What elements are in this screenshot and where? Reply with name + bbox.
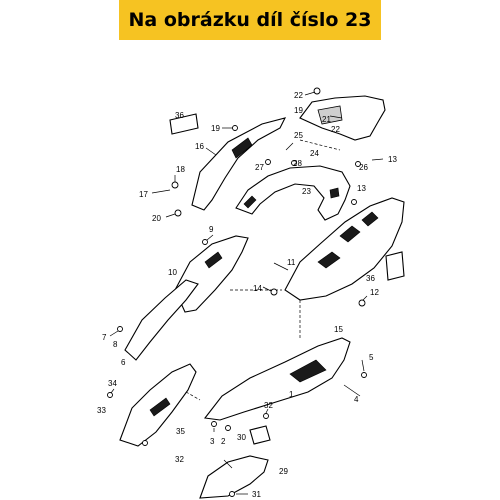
bolt-icon xyxy=(263,413,269,419)
callout-5: 5 xyxy=(369,353,374,362)
bolt-icon xyxy=(117,326,123,332)
callout-32: 32 xyxy=(264,401,273,410)
callout-3: 3 xyxy=(210,437,215,446)
part-36-decal xyxy=(169,113,199,135)
part-10-mid-cover xyxy=(174,235,249,313)
callout-29: 29 xyxy=(279,467,288,476)
callout-28: 28 xyxy=(293,159,302,168)
callout-15: 15 xyxy=(334,325,343,334)
callout-13: 13 xyxy=(388,155,397,164)
bolt-icon xyxy=(361,372,367,378)
callout-36: 36 xyxy=(366,274,375,283)
part-11-rear-side-panel xyxy=(284,197,405,301)
callout-30: 30 xyxy=(237,433,246,442)
bolt-icon xyxy=(355,161,361,167)
part-11-decal-c xyxy=(317,251,341,269)
part-21-inner-panel xyxy=(317,105,343,125)
callout-17: 17 xyxy=(139,190,148,199)
callout-9: 9 xyxy=(209,225,214,234)
callout-16: 16 xyxy=(195,142,204,151)
callout-4: 4 xyxy=(354,395,359,404)
banner-title: Na obrázku díl číslo 23 xyxy=(128,9,372,31)
leader-lines xyxy=(109,91,384,495)
callout-36: 36 xyxy=(175,111,184,120)
callout-26: 26 xyxy=(359,163,368,172)
callout-25: 25 xyxy=(294,131,303,140)
part-16-upper-side-cover xyxy=(191,117,287,211)
callout-14: 14 xyxy=(253,284,262,293)
callout-labels: 22 19 21 22 36 19 16 25 24 28 27 26 13 1… xyxy=(97,91,397,499)
part-23-slot-right xyxy=(329,187,340,199)
bolt-icon xyxy=(351,199,357,205)
callout-11: 11 xyxy=(287,258,296,267)
bolt-icon xyxy=(232,125,238,131)
part-1-lower-fairing xyxy=(203,337,351,421)
part-6-side-strip xyxy=(124,279,199,361)
part-16-stripe xyxy=(231,137,253,159)
callout-34: 34 xyxy=(108,379,117,388)
part-30-plate xyxy=(249,425,271,445)
callout-21: 21 xyxy=(322,115,331,124)
callout-19: 19 xyxy=(211,124,220,133)
part-23-grab-rail xyxy=(235,165,351,221)
callout-33: 33 xyxy=(97,406,106,415)
bolt-icon xyxy=(265,159,271,165)
part-1-decal xyxy=(289,359,327,383)
part-29-under-cowl xyxy=(199,455,269,499)
bolt-icon xyxy=(225,425,231,431)
part-21-rear-top-cowl xyxy=(299,95,386,141)
callout-18: 18 xyxy=(176,165,185,174)
assembly-line-b xyxy=(299,139,341,151)
callout-10: 10 xyxy=(168,268,177,277)
callout-19: 19 xyxy=(294,106,303,115)
exploded-parts-diagram: 22 19 21 22 36 19 16 25 24 28 27 26 13 1… xyxy=(97,87,405,499)
callout-31: 31 xyxy=(252,490,261,499)
callout-35: 35 xyxy=(176,427,185,436)
part-11-decal-b xyxy=(361,211,379,227)
callout-8: 8 xyxy=(113,340,118,349)
part-36-decal-lower xyxy=(385,251,405,281)
callout-2: 2 xyxy=(221,437,226,446)
callout-22: 22 xyxy=(294,91,303,100)
bolt-icon xyxy=(171,181,179,189)
callout-13: 13 xyxy=(357,184,366,193)
bolt-icon xyxy=(313,87,321,95)
bolt-icon xyxy=(270,288,278,296)
callout-12: 12 xyxy=(370,288,379,297)
callout-32: 32 xyxy=(175,455,184,464)
callout-1: 1 xyxy=(289,390,294,399)
part-11-decal-a xyxy=(339,225,361,243)
callout-7: 7 xyxy=(102,333,107,342)
bolt-icon xyxy=(291,160,297,166)
part-33-stripe xyxy=(149,397,171,417)
bolt-icon xyxy=(211,421,217,427)
part-23-slot-left xyxy=(243,195,257,209)
callout-24: 24 xyxy=(310,149,319,158)
callout-6: 6 xyxy=(121,358,126,367)
assembly-line-d xyxy=(185,391,201,401)
callout-20: 20 xyxy=(152,214,161,223)
bolt-icon xyxy=(358,299,366,307)
title-banner: Na obrázku díl číslo 23 xyxy=(119,0,381,40)
callout-23: 23 xyxy=(302,187,311,196)
callout-22: 22 xyxy=(331,125,340,134)
bolt-icon xyxy=(107,392,113,398)
bolt-icon xyxy=(229,491,235,497)
callout-27: 27 xyxy=(255,163,264,172)
bolt-icon xyxy=(142,440,148,446)
bolt-icon xyxy=(202,239,208,245)
part-10-stripe xyxy=(204,251,223,269)
bolt-icon xyxy=(174,209,182,217)
